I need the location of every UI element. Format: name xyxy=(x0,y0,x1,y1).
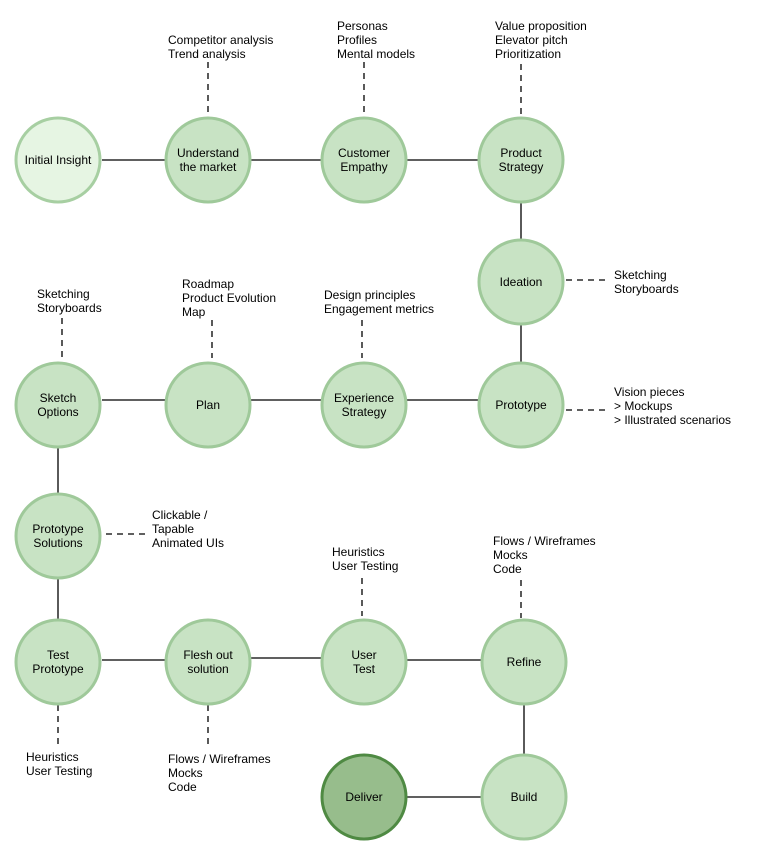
node-prototype-solutions: Prototype Solutions xyxy=(14,492,102,580)
node-label: Customer xyxy=(338,146,390,160)
node-label: Deliver xyxy=(345,790,382,804)
annotation-strategy: Value proposition Elevator pitch Priorit… xyxy=(495,19,587,61)
annotation-line: Prioritization xyxy=(495,47,561,61)
node-label: Flesh out xyxy=(183,648,233,662)
annotation-line: Personas xyxy=(337,19,388,33)
annotation-line: Code xyxy=(168,780,197,794)
node-label: Experience xyxy=(334,391,394,405)
annotation-test-prototype: Heuristics User Testing xyxy=(26,750,92,778)
annotation-line: Competitor analysis xyxy=(168,33,273,47)
node-label: Strategy xyxy=(499,160,544,174)
annotation-line: Storyboards xyxy=(37,301,102,315)
annotation-line: > Illustrated scenarios xyxy=(614,413,731,427)
annotation-line: Clickable / xyxy=(152,508,208,522)
node-label: Test xyxy=(47,648,70,662)
annotation-line: Trend analysis xyxy=(168,47,246,61)
annotation-line: Animated UIs xyxy=(152,536,224,550)
node-label: Product xyxy=(500,146,542,160)
node-label: Understand xyxy=(177,146,239,160)
node-customer-empathy: Customer Empathy xyxy=(320,116,408,204)
connectors xyxy=(57,159,525,798)
annotation-line: Tapable xyxy=(152,522,194,536)
annotation-line: Map xyxy=(182,305,206,319)
annotation-line: Code xyxy=(493,562,522,576)
node-label: Solutions xyxy=(33,536,82,550)
annotation-refine: Flows / Wireframes Mocks Code xyxy=(493,534,596,576)
annotation-line: Flows / Wireframes xyxy=(493,534,596,548)
node-label: Prototype xyxy=(32,662,84,676)
annotation-line: Sketching xyxy=(37,287,90,301)
annotation-line: Storyboards xyxy=(614,282,679,296)
node-refine: Refine xyxy=(480,618,568,706)
annotation-plan: Roadmap Product Evolution Map xyxy=(182,277,276,319)
node-label: solution xyxy=(187,662,228,676)
annotation-flesh-out: Flows / Wireframes Mocks Code xyxy=(168,752,271,794)
annotation-line: Heuristics xyxy=(332,545,385,559)
annotation-line: Sketching xyxy=(614,268,667,282)
annotation-line: Engagement metrics xyxy=(324,302,434,316)
annotation-line: Vision pieces xyxy=(614,385,685,399)
annotation-prototype-solutions: Clickable / Tapable Animated UIs xyxy=(152,508,224,550)
annotation-line: Mental models xyxy=(337,47,415,61)
annotation-market: Competitor analysis Trend analysis xyxy=(168,33,273,61)
annotation-line: Roadmap xyxy=(182,277,234,291)
node-label: Strategy xyxy=(342,405,387,419)
node-ideation: Ideation xyxy=(477,238,565,326)
node-experience-strategy: Experience Strategy xyxy=(320,361,408,449)
node-label: Refine xyxy=(507,655,542,669)
node-label: User xyxy=(351,648,376,662)
annotation-line: User Testing xyxy=(26,764,92,778)
annotation-line: Product Evolution xyxy=(182,291,276,305)
annotation-line: Flows / Wireframes xyxy=(168,752,271,766)
annotation-line: Profiles xyxy=(337,33,377,47)
annotation-empathy: Personas Profiles Mental models xyxy=(337,19,415,61)
node-product-strategy: Product Strategy xyxy=(477,116,565,204)
node-label: Test xyxy=(353,662,376,676)
node-understand-market: Understand the market xyxy=(164,116,252,204)
node-label: Sketch xyxy=(40,391,77,405)
annotation-line: Mocks xyxy=(493,548,528,562)
annotation-sketch: Sketching Storyboards xyxy=(37,287,102,315)
node-label: Prototype xyxy=(32,522,84,536)
annotation-line: Mocks xyxy=(168,766,203,780)
node-sketch-options: Sketch Options xyxy=(14,361,102,449)
annotation-experience: Design principles Engagement metrics xyxy=(324,288,434,316)
annotation-line: Value proposition xyxy=(495,19,587,33)
node-test-prototype: Test Prototype xyxy=(14,618,102,706)
annotation-ideation: Sketching Storyboards xyxy=(614,268,679,296)
annotation-prototype: Vision pieces > Mockups > Illustrated sc… xyxy=(614,385,731,427)
annotation-user-test: Heuristics User Testing xyxy=(332,545,398,573)
node-label: Build xyxy=(511,790,538,804)
node-label: Ideation xyxy=(500,275,543,289)
node-user-test: User Test xyxy=(320,618,408,706)
annotation-line: Elevator pitch xyxy=(495,33,568,47)
annotation-leaders xyxy=(57,62,610,745)
annotation-line: > Mockups xyxy=(614,399,672,413)
node-label: Prototype xyxy=(495,398,547,412)
node-plan: Plan xyxy=(164,361,252,449)
annotation-line: Heuristics xyxy=(26,750,79,764)
node-initial-insight: Initial Insight xyxy=(14,116,102,204)
node-label: Options xyxy=(37,405,78,419)
node-flesh-out-solution: Flesh out solution xyxy=(164,618,252,706)
node-label: Empathy xyxy=(340,160,387,174)
node-prototype: Prototype xyxy=(477,361,565,449)
node-label: Initial Insight xyxy=(25,153,92,167)
annotation-line: User Testing xyxy=(332,559,398,573)
node-label: the market xyxy=(180,160,237,174)
node-build: Build xyxy=(480,753,568,841)
node-label: Plan xyxy=(196,398,220,412)
node-deliver: Deliver xyxy=(320,753,408,841)
annotation-line: Design principles xyxy=(324,288,415,302)
